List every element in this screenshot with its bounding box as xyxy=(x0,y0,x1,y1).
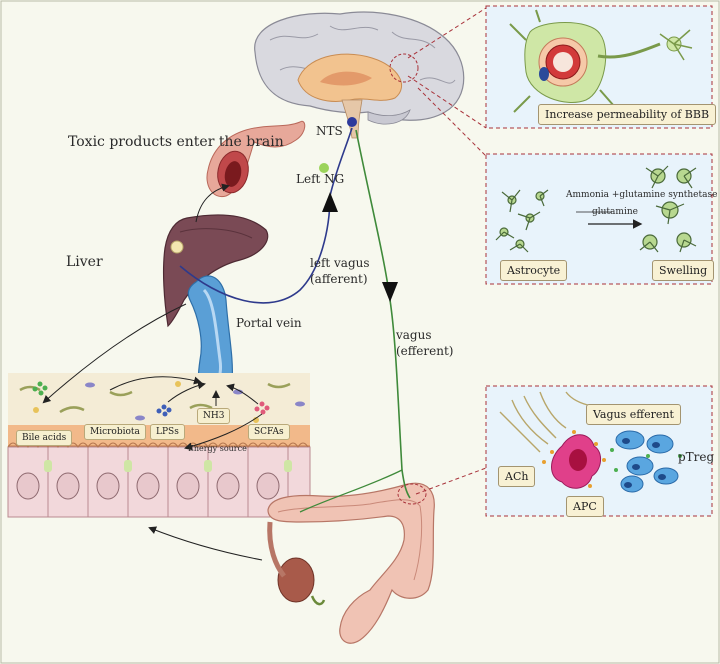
colon-illustration xyxy=(267,482,435,644)
portal-vein-label: Portal vein xyxy=(236,316,302,330)
bile-acids-tag: Bile acids xyxy=(16,430,73,446)
flow-arrows xyxy=(42,183,263,561)
vagus-nerve-endings xyxy=(499,391,593,453)
nts-label: NTS xyxy=(316,124,343,138)
left-ng-label: Left NG xyxy=(296,172,345,186)
nts-node xyxy=(347,117,357,127)
swelling-tag: Swelling xyxy=(652,260,715,281)
efferent-label: (efferent) xyxy=(396,344,454,358)
reaction-top-label: Ammonia +glutamine synthetase xyxy=(566,190,718,200)
reaction-bottom-label: glutamine xyxy=(592,207,638,217)
efferent-branch-line xyxy=(299,469,403,513)
afferent-vagus-line xyxy=(179,127,353,304)
energy-source-label: Energy source xyxy=(188,444,247,453)
brain-callout-circle xyxy=(389,53,419,83)
callout-connectors xyxy=(407,7,487,495)
ptreg-cells xyxy=(615,430,679,493)
scfas-tag: SCFAs xyxy=(248,424,290,440)
toxic-products-label: Toxic products enter the brain xyxy=(68,134,284,150)
bbb-caption: Increase permeability of BBB xyxy=(538,104,717,125)
afferent-arrowhead xyxy=(322,192,338,212)
left-vagus-label: left vagus xyxy=(310,256,370,270)
liver-label: Liver xyxy=(66,254,103,270)
bbb-illustration xyxy=(509,9,693,113)
cytokine-dots xyxy=(610,448,682,472)
efferent-vagus-line xyxy=(355,129,411,499)
efferent-arrowhead xyxy=(382,282,398,302)
microbiota-tag: Microbiota xyxy=(84,424,146,440)
ptreg-label: pTreg xyxy=(678,450,715,464)
vagus-label: vagus xyxy=(396,328,432,342)
nh3-tag: NH3 xyxy=(197,408,231,424)
astrocyte-tag: Astrocyte xyxy=(500,260,568,281)
astrocyte-illustration xyxy=(495,165,697,253)
ach-tag: ACh xyxy=(498,466,536,487)
blood-vessel xyxy=(206,120,306,198)
colon-callout-circle xyxy=(397,483,427,505)
apc-cell xyxy=(551,434,601,489)
brain-illustration xyxy=(254,11,465,139)
apc-tag: APC xyxy=(566,496,604,517)
afferent-label: (afferent) xyxy=(310,272,368,286)
left-ng-node xyxy=(319,163,329,173)
gut-microbes xyxy=(19,381,305,423)
vagus-efferent-tag: Vagus efferent xyxy=(586,404,681,425)
lps-tag: LPSs xyxy=(150,424,185,440)
liver-illustration xyxy=(162,214,269,328)
ptreg-nuclei xyxy=(622,438,666,488)
